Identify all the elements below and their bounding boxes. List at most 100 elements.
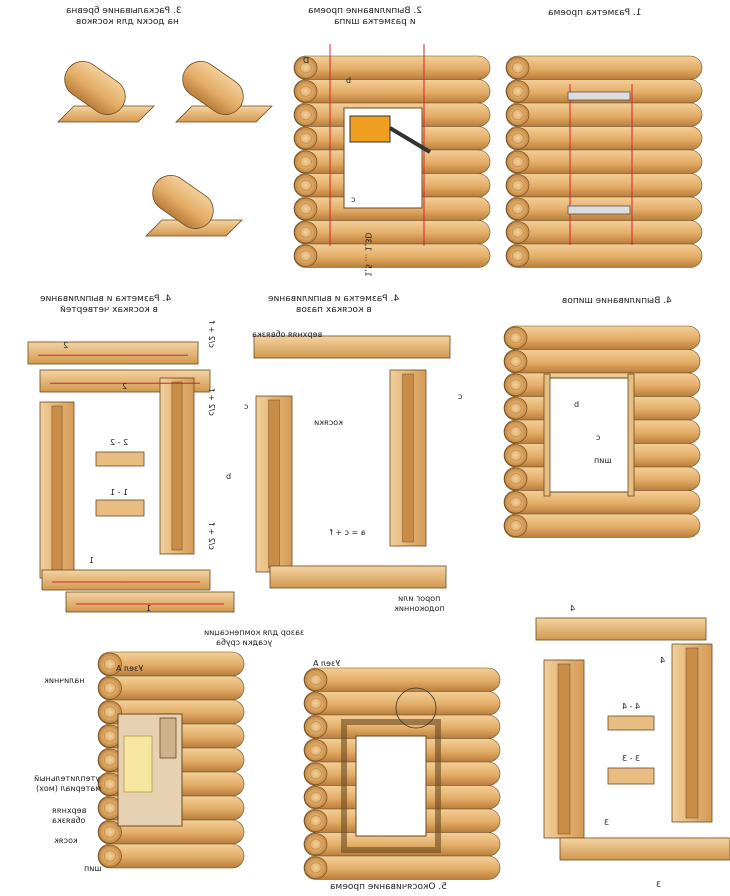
section-44 (607, 715, 655, 731)
caption-step-4-rebates-line2: в косяках четвертей (60, 305, 158, 315)
log-end (504, 467, 528, 490)
log-ring (103, 706, 117, 718)
log-end (506, 80, 530, 103)
log-ring (299, 179, 312, 191)
log-ring (509, 426, 522, 438)
split-log-2 (175, 60, 273, 123)
log-ring (511, 250, 524, 262)
label-c-tenon: c (596, 433, 601, 442)
log-ring (509, 520, 522, 532)
section-11 (95, 499, 145, 517)
label-c-groove-l: c (244, 402, 249, 411)
log-ring (511, 132, 524, 144)
sill-rebates-2 (65, 591, 235, 613)
log (293, 79, 491, 104)
log-end (304, 692, 328, 715)
log-ring (309, 862, 322, 874)
section-22 (95, 451, 145, 467)
log-end (506, 244, 530, 267)
log (505, 243, 703, 268)
log-end (504, 373, 528, 396)
log (182, 60, 244, 116)
log-ring (103, 682, 117, 694)
log-end (98, 700, 122, 724)
label-section-11: 1 - 1 (110, 488, 129, 497)
label-n2-a: 2 (63, 341, 69, 350)
log-end (504, 397, 528, 420)
label-n4-b: 4 (660, 656, 666, 665)
section-33 (607, 767, 655, 785)
split-log-3 (145, 174, 243, 237)
label-n3-a: 3 (604, 818, 610, 827)
log-end (294, 244, 318, 267)
log-end (304, 715, 328, 738)
level-tool (567, 205, 631, 215)
markings (38, 44, 635, 853)
log-ring (299, 156, 312, 168)
top-plate-lower (535, 617, 707, 641)
log-end (294, 127, 318, 150)
label-a-eq: a = c + f (330, 528, 366, 537)
log-ring (103, 850, 117, 862)
log-end (294, 221, 318, 244)
log-ring (509, 402, 522, 414)
log (503, 349, 701, 374)
label-ship-detail: шип (84, 864, 102, 873)
log-ring (511, 156, 524, 168)
jamb-right-lower-groove (685, 647, 699, 819)
log-end (98, 676, 122, 700)
log-ring (309, 838, 322, 850)
label-c-p2: c (351, 195, 356, 204)
log-ring (299, 203, 312, 215)
label-n1-a: 1 (89, 556, 95, 565)
log (505, 102, 703, 127)
label-c2-low: c/2 + f (206, 523, 216, 550)
sill-lower (559, 837, 730, 861)
log-ring (103, 730, 117, 742)
log-end (504, 326, 528, 349)
log-ring (309, 768, 322, 780)
log-end (294, 56, 318, 79)
split-log-1 (57, 60, 155, 123)
log-end (304, 786, 328, 809)
label-nalichnik: наличник (44, 676, 85, 685)
log (505, 149, 703, 174)
log-ring (299, 62, 312, 74)
caption-step-5: 5. Окосячивание проема (330, 882, 447, 892)
boards (27, 60, 730, 861)
tenon (627, 373, 635, 497)
top-plate-rebates (27, 341, 199, 365)
log-end (504, 350, 528, 373)
caption-step-2-line1: 2. Выпиливание проема (308, 6, 422, 16)
label-zazor-1: зазор для компенсации (204, 628, 305, 637)
caption-step-4-grooves-line2: в косяках пазов (296, 305, 372, 315)
jamb-left-rebates-groove (51, 405, 63, 575)
label-dim-15: 1,5 ... 1,3D (363, 232, 373, 277)
log (152, 174, 214, 230)
label-uteplitel-1: утеплительный (34, 774, 101, 783)
log-ring (509, 332, 522, 344)
log-end (506, 103, 530, 126)
label-porog: порог или (398, 594, 441, 603)
log (503, 513, 701, 538)
caption-step-1: 1. Разметка проема (548, 8, 642, 18)
label-kosyak: косяк (54, 836, 78, 845)
label-n1-b: 1 (146, 604, 152, 613)
log (293, 55, 491, 80)
log-end (304, 739, 328, 762)
caption-step-4-rebates-line1: 4. Разметка и выпиливание (40, 294, 172, 304)
log-ring (309, 744, 322, 756)
log-end (506, 56, 530, 79)
log (303, 714, 501, 739)
label-verh-1: верхняя (52, 806, 87, 815)
node-a-circle (395, 687, 437, 729)
log-ring (309, 721, 322, 733)
log-end (294, 197, 318, 220)
label-podokonnik: подоконник (394, 604, 445, 613)
log-end (294, 174, 318, 197)
log-ring (103, 802, 117, 814)
log-end (506, 150, 530, 173)
log (503, 325, 701, 350)
log (293, 243, 491, 268)
